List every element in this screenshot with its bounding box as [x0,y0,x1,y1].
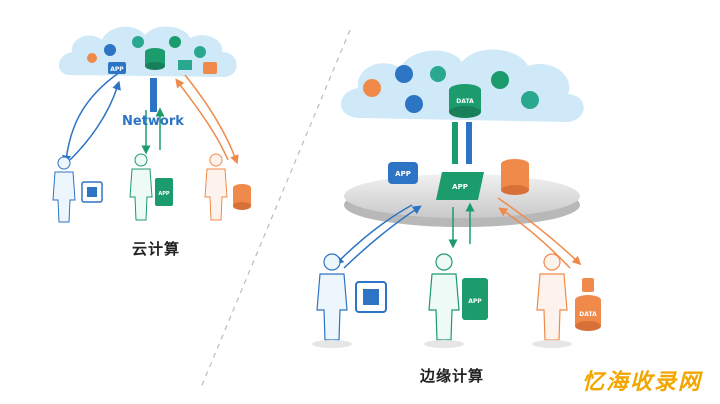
search-icon [87,53,97,63]
right-cloud-pin-icon [430,66,446,82]
right-arrow-down-blue [334,204,413,266]
edge-app-left-text: APP [395,170,411,178]
right-cloud-file-icon [363,79,381,97]
left-cloud-app-badge: APP [108,62,126,74]
right-uplink-blue [466,122,472,164]
right-person-green [428,253,460,341]
left-arrow-down-blue [62,71,121,165]
left-tablet-icon: APP [155,178,173,206]
edge-computing-caption: 边缘计算 [420,367,485,385]
left-arrow-up-orange [175,78,229,161]
edge-app-card-left: APP [388,162,418,184]
left-person-green [129,153,153,221]
left-person-blue [52,156,76,223]
location-pin-icon [132,36,144,48]
left-cloud-database-icon [145,48,165,70]
document-icon [194,46,206,58]
right-person-orange [536,253,568,341]
left-app-badge-text: APP [110,66,124,73]
globe-icon [104,44,116,56]
right-person-green-shadow [424,340,464,348]
right-db-badge-text: DATA [579,311,597,318]
left-arrow-down-orange [184,74,239,165]
right-uplink-green [452,122,458,164]
edge-database-icon [501,159,529,195]
right-cloud-share-icon [405,95,423,113]
cloud-computing-caption: 云计算 [132,240,181,258]
right-cloud-db-badge-text: DATA [456,98,474,105]
left-arrow-up-blue [69,80,121,161]
right-tablet-badge-text: APP [468,298,482,305]
right-arrow-down-orange [497,197,582,266]
left-tablet-badge-text: APP [158,191,170,197]
watermark-logo: 忆海收录网 [581,370,702,395]
left-cloud-screen-icon [178,60,192,70]
right-person-blue-shadow [312,340,352,348]
left-database-icon [233,184,251,210]
network-label: Network [122,114,184,129]
edge-app-center-text: APP [452,183,468,191]
right-cloud-database-icon: DATA [449,84,481,118]
right-cloud-network-icon [395,65,413,83]
right-arrow-up-orange [498,207,571,269]
left-cloud-uplink [150,78,157,112]
edge-app-card-center: APP [436,172,484,200]
right-cloud-document-icon [521,91,539,109]
panel-divider [199,29,351,391]
right-tablet-icon: APP [462,278,488,320]
right-database-icon: DATA [575,278,601,331]
left-person-orange [204,153,228,221]
right-cloud-image-icon [491,71,509,89]
left-cloud-server-icon [203,62,217,74]
image-icon [169,36,181,48]
right-arrow-up-blue [343,205,422,269]
right-person-blue [316,253,348,341]
right-chip-icon [355,281,387,313]
right-person-orange-shadow [532,340,572,348]
chip-icon [81,181,103,203]
